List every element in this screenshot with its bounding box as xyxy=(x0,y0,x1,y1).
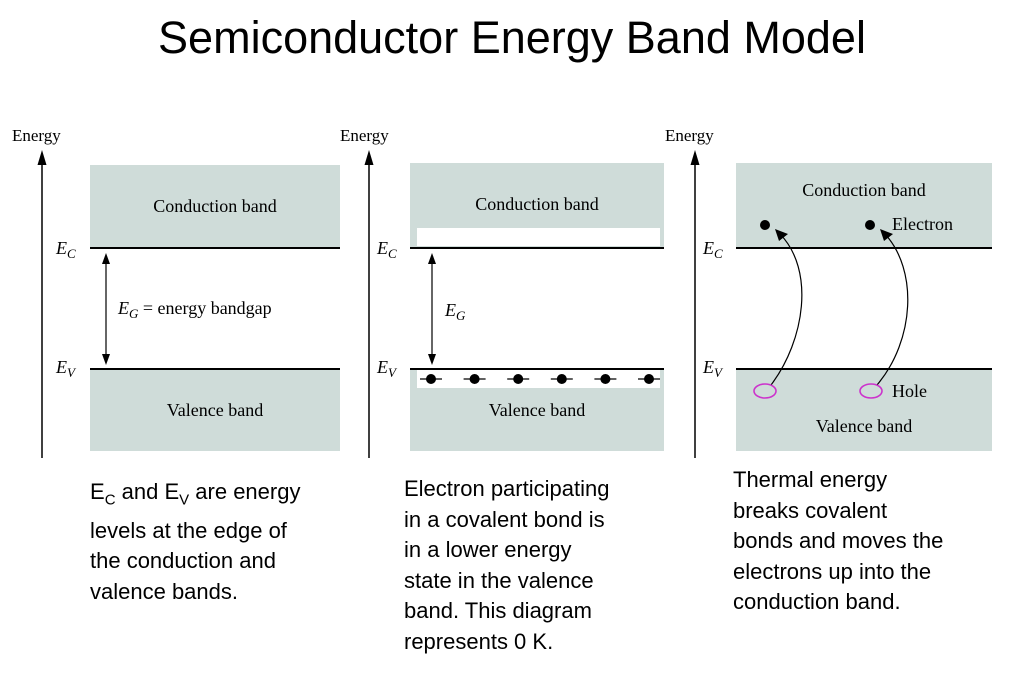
energy-axis-label: Energy xyxy=(12,126,61,145)
bandgap-arrow-bottom xyxy=(102,354,110,365)
caption-line: conduction band. xyxy=(733,589,901,614)
ev-label: EV xyxy=(702,357,724,380)
caption-line: EC and EV are energy xyxy=(90,479,301,509)
page-title: Semiconductor Energy Band Model xyxy=(158,12,866,63)
electron-label: Electron xyxy=(892,214,953,234)
bandgap-arrow-bottom xyxy=(428,354,436,365)
excitation-arrowhead-1 xyxy=(775,229,788,241)
hole-label: Hole xyxy=(892,381,927,401)
bound-electron xyxy=(600,374,611,384)
bound-electron xyxy=(426,374,436,384)
valence-band-label: Valence band xyxy=(816,416,912,436)
caption-panel-1: EC and EV are energy levels at the edge … xyxy=(90,477,370,607)
caption-line: bonds and moves the xyxy=(733,528,944,553)
caption-line: Thermal energy xyxy=(733,467,888,492)
energy-axis-arrowhead xyxy=(37,150,47,165)
energy-axis-arrowhead xyxy=(364,150,374,165)
caption-line: in a covalent bond is xyxy=(404,506,605,532)
panel-1: Energy Conduction band Valence band EC E… xyxy=(12,126,340,458)
energy-axis-label: Energy xyxy=(665,126,714,145)
bandgap-label: EG = energy bandgap xyxy=(117,298,272,321)
bound-electrons xyxy=(420,374,660,384)
excitation-arrow-2 xyxy=(876,233,909,386)
excitation-arrowhead-2 xyxy=(880,229,893,241)
caption-line: state in the valence xyxy=(404,567,594,593)
caption-line: valence bands. xyxy=(90,578,238,604)
filled-valence-states xyxy=(417,370,660,388)
free-electron-1 xyxy=(760,220,770,230)
caption-line: breaks covalent xyxy=(733,497,888,523)
caption-line: the conduction and xyxy=(90,548,276,574)
hole-2 xyxy=(859,383,883,399)
bandgap-arrow-top xyxy=(428,253,436,264)
energy-axis-arrowhead xyxy=(690,150,700,165)
bound-electron xyxy=(644,374,654,384)
conduction-band xyxy=(90,165,340,248)
empty-conduction-states xyxy=(417,228,660,246)
ec-label: EC xyxy=(55,238,76,261)
excitation-arrow-1 xyxy=(770,233,803,386)
valence-band-label: Valence band xyxy=(489,400,585,420)
valence-band xyxy=(736,369,992,451)
bandgap-label: EG xyxy=(444,300,466,323)
caption-line: levels at the edge of xyxy=(90,517,287,543)
conduction-band-label: Conduction band xyxy=(153,196,277,216)
free-electron-2 xyxy=(865,220,875,230)
caption-panel-2: Electron participating in a covalent bon… xyxy=(404,474,704,657)
conduction-band-label: Conduction band xyxy=(802,180,926,200)
ev-label: EV xyxy=(376,357,398,380)
caption-line: represents 0 K. xyxy=(404,628,554,654)
bandgap-arrow-top xyxy=(102,253,110,264)
panel-3: Energy Conduction band Valence band EC E… xyxy=(665,126,992,458)
ev-label: EV xyxy=(55,357,77,380)
caption-line: electrons up into the xyxy=(733,558,932,584)
ec-label: EC xyxy=(376,238,397,261)
bound-electron xyxy=(469,374,480,384)
conduction-band-label: Conduction band xyxy=(475,194,599,214)
caption-line: Electron participating xyxy=(404,476,610,501)
conduction-band xyxy=(736,163,992,248)
panel-2: Energy Conduction band Valence band EC E… xyxy=(340,126,664,458)
caption-panel-3: Thermal energy breaks covalent bonds and… xyxy=(733,465,1018,618)
valence-band xyxy=(90,369,340,451)
hole-1 xyxy=(753,383,777,399)
caption-line: in a lower energy xyxy=(404,537,572,562)
energy-axis-label: Energy xyxy=(340,126,389,145)
ec-label: EC xyxy=(702,238,723,261)
bound-electron xyxy=(513,374,524,384)
caption-line: band. This diagram xyxy=(404,598,592,623)
valence-band-label: Valence band xyxy=(167,400,263,420)
bound-electron xyxy=(556,374,567,384)
